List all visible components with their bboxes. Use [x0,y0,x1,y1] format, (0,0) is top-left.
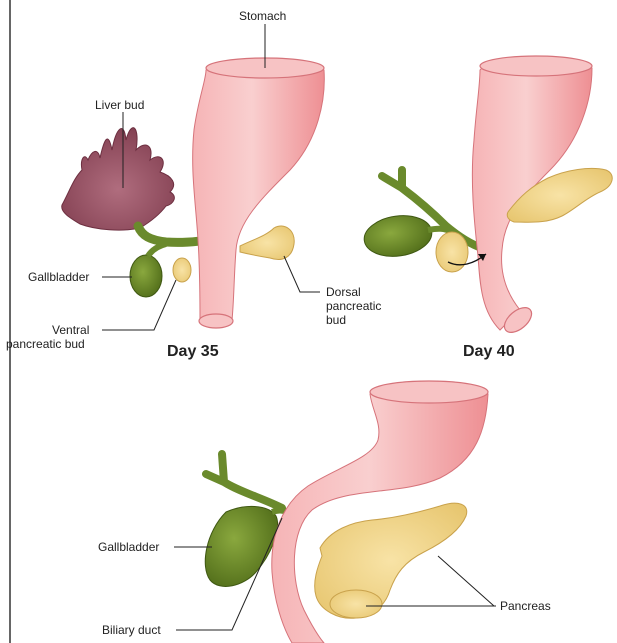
gallbladder-day40 [362,211,435,260]
label-biliary-duct: Biliary duct [102,623,161,637]
gallbladder-day35 [130,255,162,297]
bottom-illustration [205,381,488,643]
ventral-bud-day40 [436,232,468,272]
label-dorsal-line3: bud [326,313,346,327]
ventral-pancreatic-bud [173,258,191,282]
label-pancreas: Pancreas [500,599,551,613]
label-dorsal-line2: pancreatic [326,299,381,313]
cystic-duct [148,244,166,256]
stomach-day35 [193,61,325,322]
label-ventral-line1: Ventral [52,323,89,337]
dorsal-pancreatic-bud [240,226,294,259]
label-day35: Day 35 [167,343,219,361]
cystic-duct-day40 [428,229,452,232]
label-day40: Day 40 [463,343,515,361]
uncinate-process [330,590,382,618]
label-gallbladder-bottom: Gallbladder [98,540,159,554]
bile-duct-bottom [206,454,282,508]
pancreas-leader-1 [438,556,496,606]
hepatic-duct [138,226,206,242]
dorsal-leader [284,256,320,292]
liver-bud [62,128,175,230]
label-stomach: Stomach [239,9,286,23]
label-gallbladder-top: Gallbladder [28,270,89,284]
stomach-opening-bottom [370,381,488,403]
label-ventral-line2: pancreatic bud [6,337,85,351]
duodenum-opening-day35 [199,314,233,328]
label-liver-bud: Liver bud [95,98,144,112]
label-dorsal-line1: Dorsal [326,285,361,299]
day40-illustration [362,56,613,337]
gallbladder-bottom [205,506,277,586]
stomach-opening-day40 [480,56,592,76]
